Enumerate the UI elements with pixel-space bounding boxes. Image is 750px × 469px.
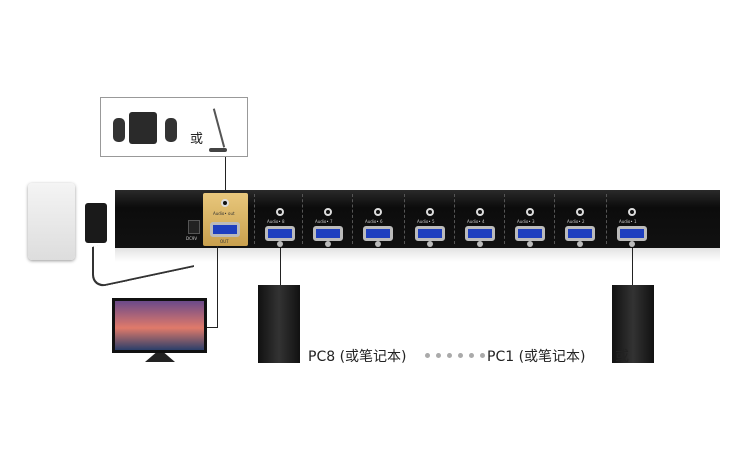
- microphone-base: [209, 148, 227, 152]
- audio-port-label: Audio• 6: [365, 219, 383, 224]
- ellipsis-dots: [425, 353, 485, 358]
- audio-port-label: Audio• 1: [619, 219, 637, 224]
- audio-in-jack[interactable]: [476, 208, 484, 216]
- vga-monitor-cable: [217, 246, 218, 328]
- monitor-icon: [112, 298, 207, 353]
- audio-port-label: Audio• 7: [315, 219, 333, 224]
- audio-in-jack[interactable]: [276, 208, 284, 216]
- port-number-icon: [427, 241, 433, 247]
- dc-label: DC9V: [186, 236, 198, 241]
- pc1-tower-icon: [612, 285, 654, 363]
- audio-in-jack[interactable]: [324, 208, 332, 216]
- pc8-cable: [280, 248, 281, 285]
- dc-power-jack: [188, 220, 200, 234]
- vga-input-port[interactable]: [565, 226, 595, 241]
- port-number-icon: [325, 241, 331, 247]
- port-separator: [302, 194, 303, 244]
- audio-port-label: Audio• 4: [467, 219, 485, 224]
- subwoofer-icon: [129, 112, 157, 144]
- pc8-caption: PC8 (或笔记本): [308, 349, 407, 365]
- pc8-tower-icon: [258, 285, 300, 363]
- port-number-icon: [375, 241, 381, 247]
- audio-out-label: Audio• out: [213, 211, 235, 216]
- speaker-icon: [113, 118, 125, 142]
- panel-reflection: [115, 248, 720, 262]
- port-separator: [454, 194, 455, 244]
- audio-in-jack[interactable]: [576, 208, 584, 216]
- power-adapter: [85, 203, 107, 243]
- power-outlet: [28, 183, 75, 260]
- audio-port-label: Audio• 5: [417, 219, 435, 224]
- vga-input-port[interactable]: [313, 226, 343, 241]
- vga-input-port[interactable]: [617, 226, 647, 241]
- port-number-icon: [477, 241, 483, 247]
- port-separator: [606, 194, 607, 244]
- monitor-stand: [145, 353, 175, 362]
- port-number-icon: [277, 241, 283, 247]
- audio-in-jack[interactable]: [426, 208, 434, 216]
- port-separator: [504, 194, 505, 244]
- audio-out-jack[interactable]: [221, 199, 229, 207]
- out-label: OUT: [220, 239, 229, 244]
- vga-input-port[interactable]: [363, 226, 393, 241]
- vga-input-port[interactable]: [265, 226, 295, 241]
- port-separator: [404, 194, 405, 244]
- audio-devices-box: 或: [100, 97, 248, 157]
- vga-out-port[interactable]: [210, 222, 240, 237]
- or-label: 或: [190, 132, 204, 147]
- vga-input-port[interactable]: [465, 226, 495, 241]
- port-separator: [254, 194, 255, 244]
- audio-port-label: Audio• 3: [517, 219, 535, 224]
- audio-cable: [225, 157, 226, 195]
- port-separator: [352, 194, 353, 244]
- audio-port-label: Audio• 8: [267, 219, 285, 224]
- audio-in-jack[interactable]: [628, 208, 636, 216]
- vga-monitor-cable-h: [207, 327, 218, 328]
- audio-port-label: Audio• 2: [567, 219, 585, 224]
- port-number-icon: [629, 241, 635, 247]
- port-number-icon: [527, 241, 533, 247]
- port-number-icon: [577, 241, 583, 247]
- vga-input-port[interactable]: [515, 226, 545, 241]
- pc1-caption: PC1 (或笔记本): [487, 349, 586, 365]
- port-separator: [554, 194, 555, 244]
- pc1-cable: [632, 248, 633, 285]
- audio-in-jack[interactable]: [526, 208, 534, 216]
- audio-in-jack[interactable]: [374, 208, 382, 216]
- speaker-icon: [165, 118, 177, 142]
- microphone-icon: [212, 108, 226, 148]
- or-caption: 或: [615, 349, 629, 365]
- vga-input-port[interactable]: [415, 226, 445, 241]
